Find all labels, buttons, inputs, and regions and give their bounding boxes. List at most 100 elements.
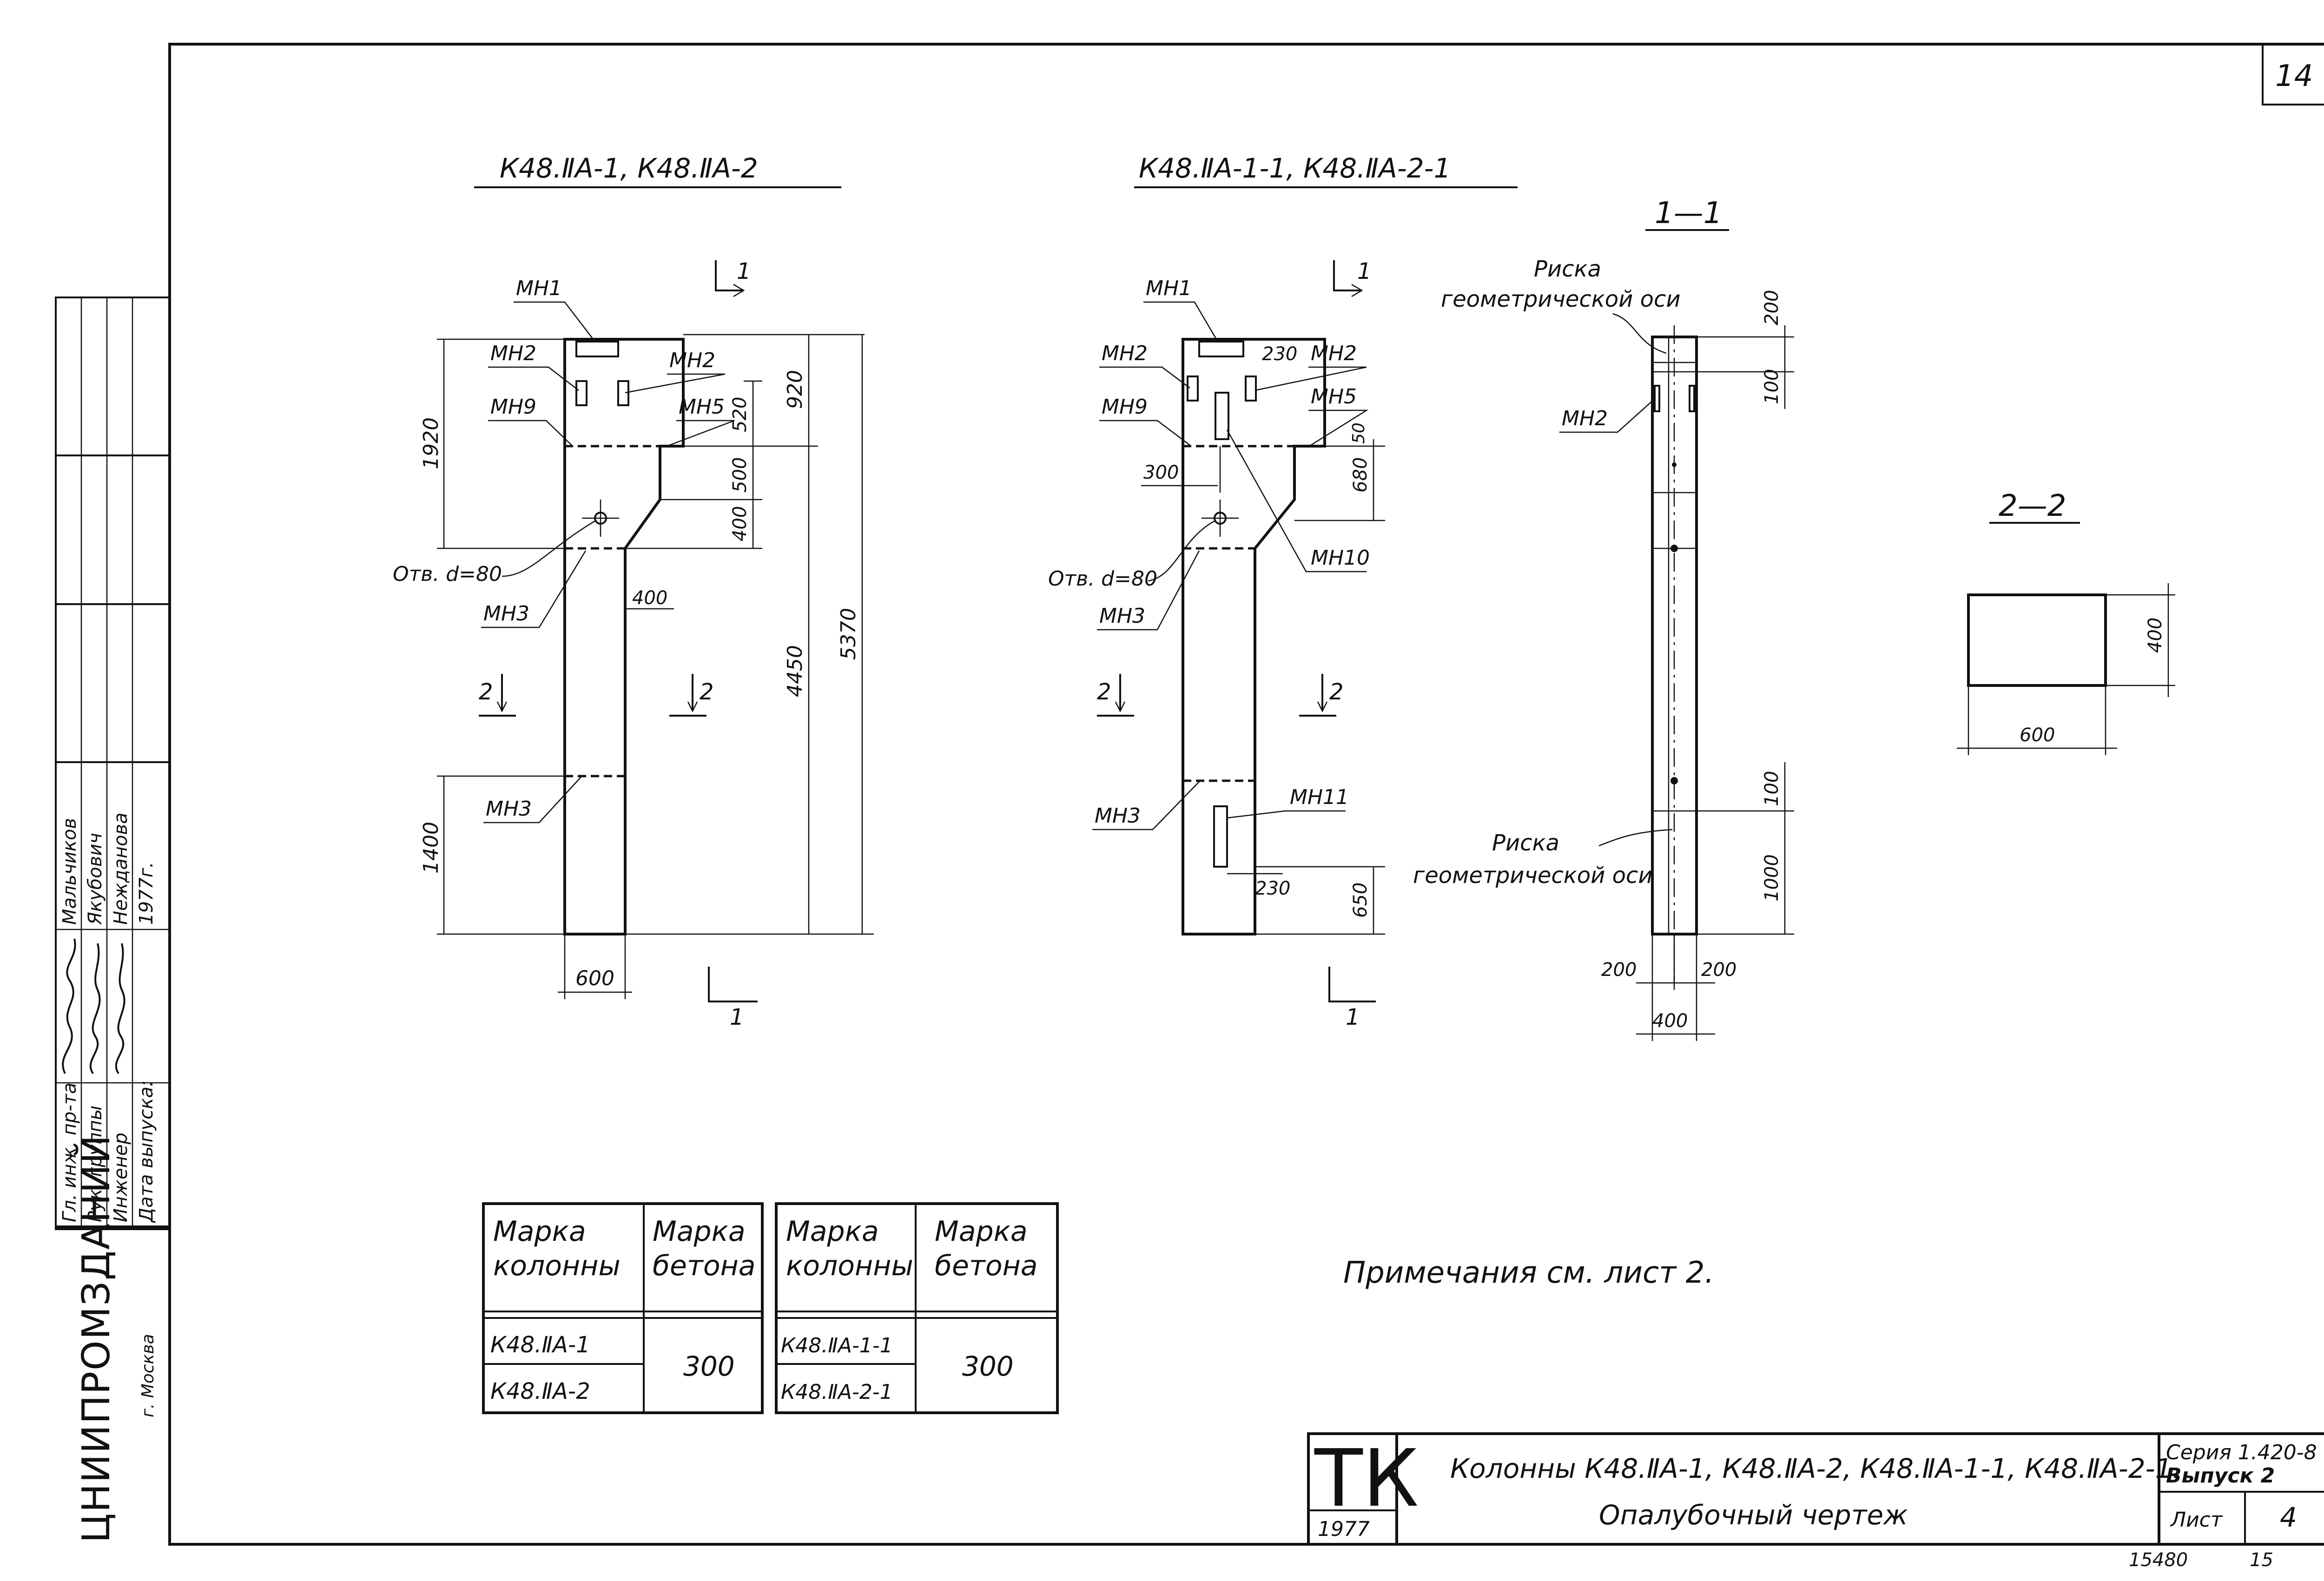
d2-mh3a-label: МН3 (1099, 604, 1145, 628)
issue-label: Выпуск 2 (2166, 1464, 2275, 1488)
d2-cut-top (1333, 260, 1362, 291)
axis-top-line2: геометрической оси (1441, 286, 1681, 312)
stamp-name-4: 1977г. (136, 862, 157, 925)
drawing-1: К48.ⅡА-1, К48.ⅡА-2 МН1 МН2 МН2 МН9 МН5 О… (393, 152, 874, 1030)
d1-dim-1920: 1920 (419, 417, 443, 469)
title-line-2: Опалубочный чертеж (1599, 1499, 1908, 1531)
section-1-1-title: 1—1 (1655, 196, 1722, 231)
section-2-2-rect (1967, 593, 2107, 687)
table-header-3: Марка колонны (786, 1215, 913, 1282)
d2-cut-left: 2 (1097, 674, 1134, 717)
table-header-4: Марка бетона (935, 1215, 1038, 1282)
d1-dim-400h: 400 (632, 587, 667, 609)
sheet-label: Лист (2170, 1508, 2223, 1532)
d2-hole-label: Отв. d=80 (1048, 567, 1157, 591)
sheet-number: 4 (2280, 1502, 2297, 1533)
stamp-role-2: Рук. группы (85, 1106, 106, 1222)
page-number-box (2262, 44, 2324, 105)
d1-mh1-label: МН1 (516, 277, 562, 300)
axis-bottom-line1: Риска (1492, 830, 1559, 856)
s11-dim-200r: 200 (1701, 959, 1736, 981)
d2-mh2b-label: МН2 (1311, 342, 1357, 365)
d1-cut-left-label: 2 (479, 679, 493, 705)
d2-cut-right: 2 (1299, 674, 1344, 717)
stamp-name-1: Мальчиков (59, 818, 80, 925)
title-block: ТК 1977 Колонны К48.ⅡА-1, К48.ⅡА-2, К48.… (1307, 1432, 2324, 1546)
stamp-name-3: Нежданова (110, 812, 132, 925)
signature-1 (62, 938, 76, 1074)
table-mark-2: К48.ⅡА-2 (490, 1378, 590, 1404)
mh1-plate (575, 341, 619, 357)
s11-dim-1000: 1000 (1761, 854, 1783, 902)
d1-dim-1400: 1400 (419, 822, 443, 874)
table-mark-1: К48.ⅡА-1 (490, 1332, 590, 1358)
d1-hole-label: Отв. d=80 (393, 562, 502, 586)
d1-dim-600: 600 (575, 967, 614, 990)
d2-mh2a-label: МН2 (1102, 342, 1148, 365)
table-concrete-2: 300 (962, 1350, 1014, 1382)
sheet-frame (168, 43, 2324, 1546)
table-header-2: Марка бетона (653, 1215, 756, 1282)
d2-dim-680: 680 (1350, 457, 1371, 493)
d1-cut-top (715, 260, 744, 291)
d2-cut-bottom-label: 1 (1346, 1004, 1360, 1030)
d1-dim-920: 920 (783, 370, 807, 409)
tk-year: 1977 (1318, 1517, 1370, 1541)
s11-dim-100b: 100 (1761, 771, 1783, 806)
s11-dim-200l: 200 (1601, 959, 1637, 981)
d2-dim-230b: 230 (1255, 878, 1290, 899)
d1-mh9-label: МН9 (490, 395, 536, 419)
drawing-2-title: К48.ⅡА-1-1, К48.ⅡА-2-1 (1139, 152, 1451, 184)
footer-page: 15 (2250, 1549, 2273, 1571)
d2-dim-650: 650 (1350, 883, 1371, 918)
d1-cut-top-label: 1 (737, 258, 751, 284)
d2-cut-right-label: 2 (1329, 679, 1344, 705)
drawing-2: К48.ⅡА-1-1, К48.ⅡА-2-1 МН1 МН2 230 МН2 М… (1048, 152, 1518, 1030)
stamp-name-2: Якубович (85, 833, 106, 925)
d2-cut-bottom (1328, 967, 1376, 1002)
d2-dim-50: 50 (1349, 422, 1368, 444)
d1-mh3b-label: МН3 (486, 797, 532, 821)
d1-dim-400v: 400 (729, 506, 751, 541)
table-header-1: Марка колонны (493, 1215, 621, 1282)
d1-dim-520: 520 (729, 397, 751, 432)
d1-mh5-label: МН5 (679, 395, 725, 419)
column-1-outline (563, 338, 685, 935)
d2-mh11-label: МН11 (1290, 785, 1349, 809)
s22-dim-400: 400 (2145, 618, 2166, 653)
s11-mh2-label: МН2 (1562, 407, 1608, 430)
concrete-table: Марка колонны Марка бетона Марка колонны… (482, 1202, 1059, 1414)
axis-bottom-line2: геометрической оси (1413, 863, 1653, 889)
d2-mh3b-label: МН3 (1095, 804, 1141, 828)
s11-dim-100a: 100 (1761, 369, 1783, 404)
series-label: Серия 1.420-8 (2166, 1441, 2317, 1464)
d2-mh9-label: МН9 (1102, 395, 1148, 419)
section-2-2-title: 2—2 (1999, 489, 2066, 523)
stamp-city: г. Москва (139, 1334, 158, 1417)
d1-dim-500: 500 (729, 457, 751, 493)
d1-cut-left: 2 (479, 674, 516, 717)
d1-dim-4450: 4450 (783, 645, 807, 697)
d1-cut-right-label: 2 (700, 679, 714, 705)
signature-2 (89, 943, 101, 1074)
d2-mh1-label: МН1 (1146, 277, 1192, 300)
s11-dim-200: 200 (1761, 290, 1783, 325)
title-line-1: Колонны К48.ⅡА-1, К48.ⅡА-2, К48.ⅡА-1-1, … (1450, 1453, 2181, 1484)
signature-3 (115, 943, 125, 1074)
tk-logo: ТК (1314, 1433, 1419, 1525)
axis-top-line1: Риска (1534, 256, 1601, 282)
d2-cut-left-label: 2 (1097, 679, 1111, 705)
drawing-1-title: К48.ⅡА-1, К48.ⅡА-2 (500, 152, 758, 184)
stamp-role-3: Инженер (110, 1133, 132, 1222)
d1-cut-bottom-label: 1 (730, 1004, 744, 1030)
stamp-role-4: Дата выпуска: (136, 1080, 157, 1223)
table-mark-4: К48.ⅡА-2-1 (781, 1380, 893, 1404)
d2-dim-230a: 230 (1262, 343, 1297, 365)
mh1-plate-2 (1198, 341, 1244, 357)
section-1-1: 1—1 Риска геометрической оси МН2 200 100… (1413, 196, 1794, 1041)
d1-mh3a-label: МН3 (483, 602, 529, 626)
d2-mh10-label: МН10 (1311, 546, 1370, 570)
side-stamp: Гл. инж. пр-та Рук. группы Инженер Дата … (55, 296, 171, 1543)
table-concrete-1: 300 (683, 1350, 735, 1382)
stamp-org: ЦНИИПРОМЗДАНИЙ (73, 1134, 119, 1543)
